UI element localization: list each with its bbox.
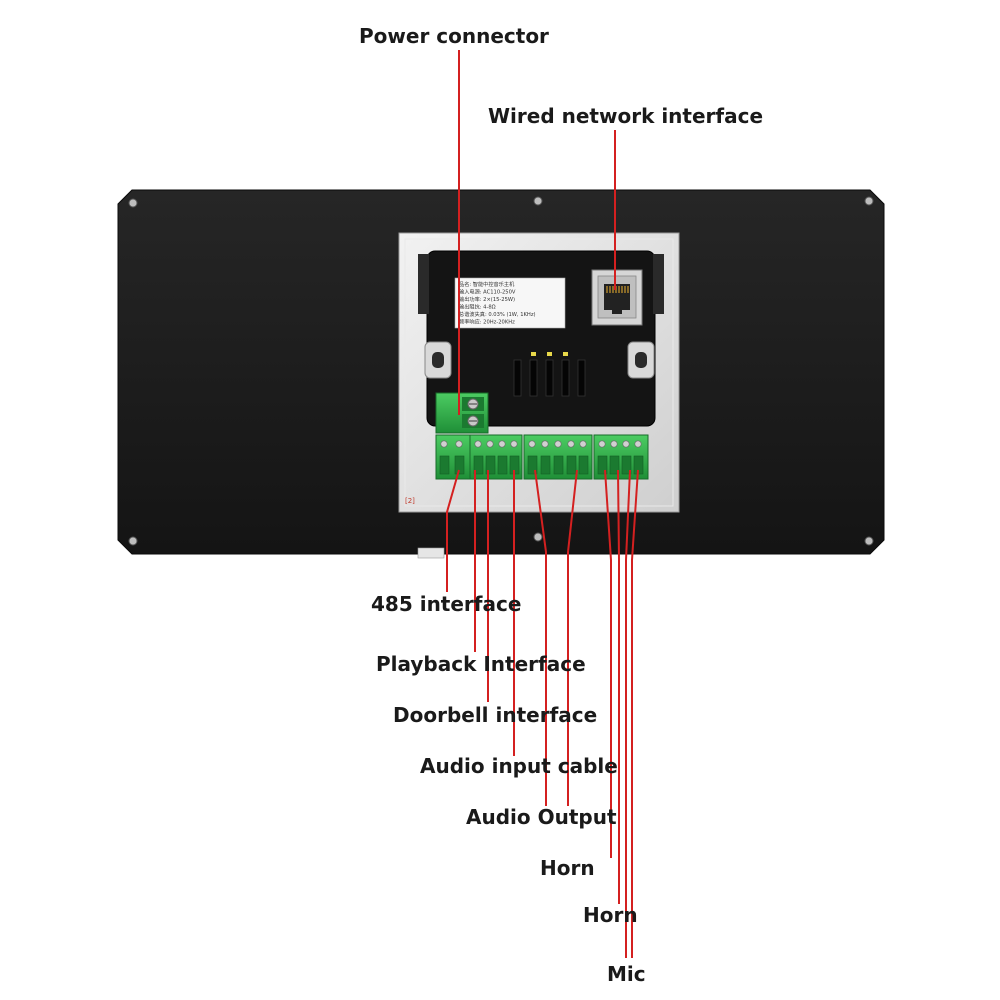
spec-sticker-line: 品名: 智能中控音乐主机 (459, 280, 515, 288)
label-doorbell-interface: Doorbell interface (393, 703, 598, 727)
leader-horn-1 (604, 469, 612, 858)
panel-screws (128, 196, 874, 546)
label-horn-1: Horn (540, 856, 595, 880)
leader-lines (446, 50, 639, 958)
cable-stub (417, 547, 445, 559)
leader-audio-output-b (567, 469, 578, 806)
spec-sticker-line: 输入电源: AC110-250V (459, 288, 516, 296)
leader-audio-output-a (534, 469, 547, 806)
label-mic: Mic (607, 962, 646, 986)
label-audio-input-cable: Audio input cable (420, 754, 618, 778)
spec-sticker-line: 频率响应: 20Hz-20KHz (459, 318, 515, 326)
label-485-interface: 485 interface (371, 592, 522, 616)
spec-sticker-line: 输出阻抗: 4-8Ω (459, 303, 496, 311)
power-terminal (435, 392, 489, 434)
leader-mic-b (631, 469, 639, 958)
label-playback-interface: Playback Interface (376, 652, 586, 676)
vent-slots (513, 359, 586, 397)
leader-rs485 (446, 469, 460, 592)
terminal-row (435, 434, 649, 480)
spec-sticker (454, 277, 566, 329)
leader-horn-2 (617, 469, 620, 904)
rj45-port (591, 269, 643, 326)
label-power-connector: Power connector (359, 24, 549, 48)
spec-sticker-line: 输出功率: 2×(15-25W) (459, 295, 515, 303)
spec-sticker-line: 总谐波失真: 0.03% (1W, 1KHz) (459, 310, 536, 318)
svg-text:[2]: [2] (405, 497, 415, 505)
label-wired-network-interface: Wired network interface (488, 104, 764, 128)
status-leds (531, 352, 568, 356)
label-audio-output: Audio Output (466, 805, 617, 829)
label-horn-2: Horn (583, 903, 638, 927)
mounting-ears (424, 341, 655, 379)
leader-mic-a (625, 469, 631, 958)
